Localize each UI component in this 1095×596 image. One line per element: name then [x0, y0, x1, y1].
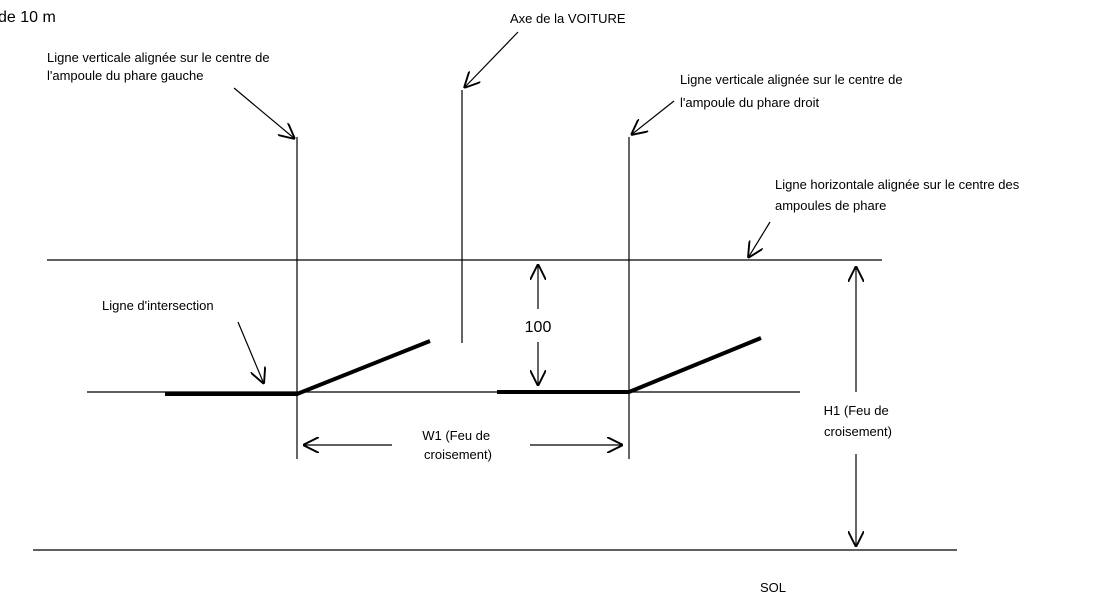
car-axis-pointer-arrow: [464, 31, 519, 88]
intersection-pointer-arrow: [237, 321, 264, 384]
w1-label: W1 (Feu de croisement): [422, 428, 494, 462]
right-vertical-pointer-arrow: [631, 100, 675, 135]
right-vertical-label-line1: Ligne verticale alignée sur le centre de: [680, 72, 903, 87]
left-vertical-label-line2: l'ampoule du phare gauche: [47, 68, 203, 83]
dimension-100-label: 100: [525, 319, 552, 336]
horizontal-label-line2: ampoules de phare: [775, 198, 886, 213]
left-vertical-label-line1: Ligne verticale alignée sur le centre de: [47, 50, 270, 65]
horizontal-label-line1: Ligne horizontale alignée sur le centre …: [775, 177, 1020, 192]
left-vertical-pointer-arrow: [233, 87, 295, 139]
w1-label-line1: W1 (Feu de: [422, 428, 490, 443]
distance-label: de 10 m: [0, 9, 56, 26]
right-vertical-label: Ligne verticale alignée sur le centre de…: [680, 72, 906, 110]
car-axis-label: Axe de la VOITURE: [510, 11, 626, 26]
ground-label: SOL: [760, 580, 786, 595]
w1-label-line2: croisement): [424, 447, 492, 462]
h1-label-line1: H1 (Feu de: [824, 403, 889, 418]
left-beam-cutoff: [165, 339, 431, 396]
horizontal-line-pointer-arrow: [748, 221, 771, 258]
right-beam-cutoff: [497, 336, 762, 394]
horizontal-line-label: Ligne horizontale alignée sur le centre …: [775, 177, 1023, 213]
intersection-line-label: Ligne d'intersection: [102, 298, 214, 313]
right-vertical-label-line2: l'ampoule du phare droit: [680, 95, 819, 110]
h1-label-line2: croisement): [824, 424, 892, 439]
left-vertical-label: Ligne verticale alignée sur le centre de…: [47, 50, 273, 83]
h1-label: H1 (Feu de croisement): [824, 403, 893, 439]
